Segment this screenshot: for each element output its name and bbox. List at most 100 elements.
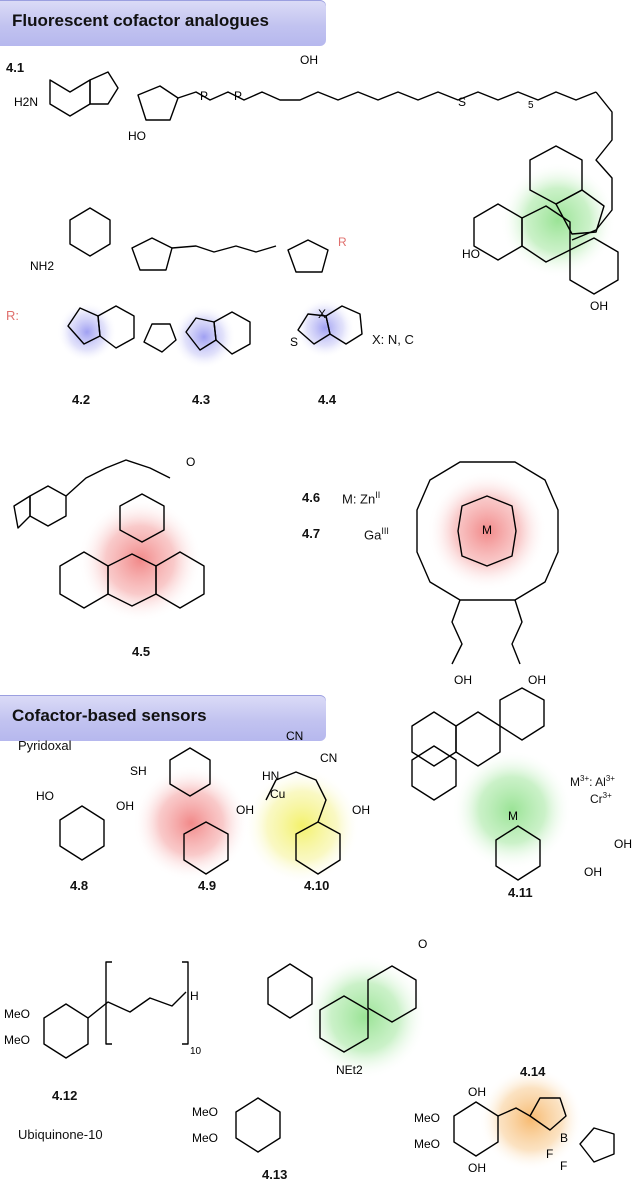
atom-net2: NEt2 [336, 1063, 363, 1077]
alkyne-linker [65, 459, 171, 497]
section-header-sensors: Cofactor-based sensors [0, 695, 326, 741]
atom-sh: SH [130, 764, 147, 778]
atom-meo: MeO [4, 1007, 30, 1021]
metal-ion-legend-line1: M3+: Al3+ [570, 774, 615, 789]
ubiquinone-label: Ubiquinone-10 [18, 1127, 103, 1142]
imid-45 [13, 495, 31, 529]
x-note: X: N, C [372, 332, 414, 347]
bodipy-right [579, 1127, 615, 1163]
quinone-413 [235, 1097, 281, 1153]
ring-411-b [455, 711, 501, 767]
atom-oh: OH [300, 53, 318, 67]
ring-413-xan-right [367, 965, 417, 1023]
ring-413-phenyl [267, 963, 313, 1019]
triazole-linker [571, 91, 613, 241]
atom-meo: MeO [192, 1131, 218, 1145]
ring-413-xan-left [319, 995, 369, 1053]
section-title: Cofactor-based sensors [12, 706, 207, 725]
atom-m: M [482, 523, 492, 537]
glow-green-fluorescein [500, 162, 616, 278]
compound-label-4-3: 4.3 [192, 392, 211, 407]
compound-label-4-5: 4.5 [132, 644, 151, 659]
atom-oh: OH [352, 803, 370, 817]
propionate-left [451, 599, 463, 665]
quinone-412 [43, 1003, 89, 1059]
pyridoxal-ring [59, 805, 105, 861]
ring-49-pyridine [183, 821, 229, 875]
ribose-ring [137, 85, 179, 121]
glow-green-411 [452, 750, 572, 870]
isoprene-chain [87, 991, 187, 1019]
atom-oh: OH [454, 673, 472, 687]
atom-ho: HO [36, 789, 54, 803]
ga-oxidation-state: III [381, 526, 389, 536]
metal-ion-legend: M3+: Al3+ Cr3+ [570, 772, 615, 806]
glow-blue-42 [57, 302, 117, 362]
atom-cu: Cu [270, 787, 285, 801]
atom-oh: OH [584, 865, 602, 879]
atom-cn: CN [320, 751, 337, 765]
benzoate-ring [119, 493, 165, 543]
compound-label-4-2: 4.2 [72, 392, 91, 407]
atom-h: H [190, 989, 199, 1003]
xanthene-right [569, 237, 619, 295]
ring-410-chelate [265, 771, 327, 823]
atom-ho: HO [128, 129, 146, 143]
atom-h2n: H2N [14, 95, 38, 109]
atom-oh: OH [468, 1161, 486, 1175]
atom-r: R [338, 235, 347, 249]
atom-hn: HN [262, 769, 279, 783]
atom-f: F [560, 1159, 567, 1173]
xanthene-45-right [155, 551, 205, 609]
hydroquinone-414 [453, 1101, 499, 1157]
atom-mIII: M [508, 809, 518, 823]
metal-ga-label: GaIII [364, 526, 389, 542]
ring-411-c [499, 687, 545, 741]
bracket-412-left [105, 961, 112, 1045]
glow-red-porphyrin [427, 471, 547, 591]
section-title: Fluorescent cofactor analogues [12, 11, 269, 30]
ring-44-pyr [325, 305, 363, 345]
atom-oh: OH [614, 837, 632, 851]
atom-s: S [290, 335, 298, 349]
vinyl-414 [497, 1107, 531, 1117]
ring-43-pyr [213, 311, 251, 355]
atom-ho: HO [462, 247, 480, 261]
atom-meo: MeO [414, 1137, 440, 1151]
compound-label-4-11: 4.11 [508, 885, 533, 900]
ring-49-phenyl [169, 747, 211, 797]
compound-label-4-4: 4.4 [318, 392, 337, 407]
compound-label-4-13: 4.13 [262, 1167, 288, 1182]
glow-red-rhodamine [78, 498, 202, 622]
atom-f: F [546, 1147, 553, 1161]
compound-label-4-12: 4.12 [52, 1088, 78, 1103]
propionate-right [511, 599, 523, 665]
ring-43-pyrrole [143, 323, 177, 353]
zn-oxidation-state: II [375, 490, 381, 500]
compound-label-4-1: 4.1 [6, 60, 25, 75]
atom-p: P [234, 89, 242, 103]
atom-s: S [458, 95, 466, 109]
atom-oh: OH [590, 299, 608, 313]
atom-p: P [200, 89, 208, 103]
compound-label-4-14: 4.14 [520, 1064, 546, 1079]
porphyrin-outer [416, 461, 559, 601]
atom-b: B [560, 1131, 568, 1145]
glow-orange-414 [479, 1067, 583, 1171]
compound-label-4-8: 4.8 [70, 878, 89, 893]
compound-label-4-10: 4.10 [304, 878, 330, 893]
pyridoxal-label: Pyridoxal [18, 738, 72, 753]
atom-oh: OH [468, 1085, 486, 1099]
fluorescein-lactone [555, 189, 605, 235]
glow-green-413 [303, 955, 427, 1079]
atom-ten: 10 [190, 1046, 202, 1057]
r-substituent-label: R: [6, 308, 19, 323]
compound-label-4-6: 4.6 [302, 490, 321, 505]
metal-zn-label: M: ZnII [342, 490, 380, 506]
bodipy-left [529, 1097, 567, 1131]
section-header-fluorescent: Fluorescent cofactor analogues [0, 0, 326, 46]
glow-blue-44 [295, 298, 355, 358]
nad-diphosphate [171, 245, 277, 253]
atom-five: 5 [528, 100, 534, 111]
ring-411-d [411, 745, 457, 801]
